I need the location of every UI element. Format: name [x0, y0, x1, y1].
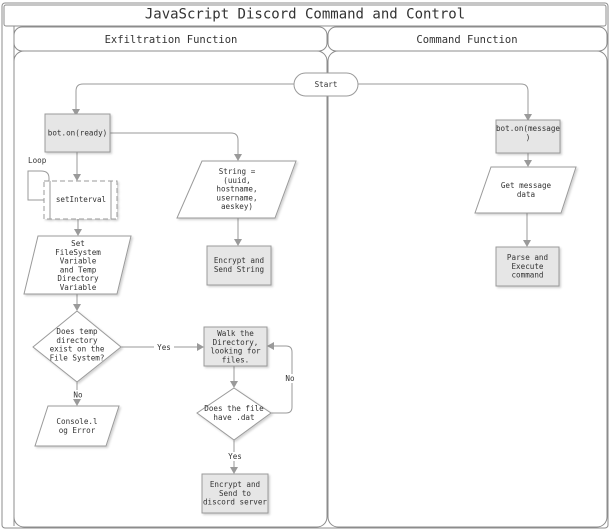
edge-label-no-exists: No — [73, 391, 83, 400]
edge-start-to-bot-message — [358, 83, 529, 115]
set-interval-side-bars — [49, 181, 112, 219]
node-text-line: bot.on(ready) — [48, 129, 107, 138]
node-shapes — [23, 72, 577, 514]
arrowhead — [74, 229, 82, 236]
node-text-line: files. — [222, 355, 249, 364]
temp-dir-exists-decision — [32, 310, 122, 383]
start-text: Start — [315, 80, 338, 89]
lane-title-exfiltration: Exfiltration Function — [105, 34, 238, 46]
edge-label-yes-exists: Yes — [157, 343, 171, 352]
node-text-line: aeskey) — [221, 202, 253, 211]
node-text-line: Does the file — [204, 404, 264, 413]
string-vars-text: String =(uuid,hostname,username,aeskey) — [216, 167, 257, 211]
arrowhead — [524, 114, 532, 121]
edge-label-yes-dat: Yes — [228, 452, 242, 461]
edge-start-to-bot-ready — [75, 83, 294, 110]
node-text-line: username, — [216, 193, 257, 202]
node-text-line: Does temp — [56, 327, 98, 336]
node-text-line: File System? — [50, 353, 105, 362]
edge-label-no-dat: No — [285, 374, 295, 383]
node-text-line: (uuid, — [223, 176, 250, 185]
node-text-line: Parse and — [507, 253, 548, 262]
node-text-line: Directory, — [213, 338, 259, 347]
arrowhead — [230, 467, 238, 474]
arrowhead — [267, 342, 274, 350]
node-text-line: Start — [315, 80, 338, 89]
arrowhead — [73, 399, 81, 406]
get-message-data-data — [474, 166, 577, 214]
encrypt-send-string-process — [206, 245, 272, 286]
node-text-line: Set — [71, 239, 85, 248]
node-text-line: have .dat — [213, 413, 254, 422]
node-text-line: bot.on(message — [496, 124, 560, 133]
has-dat-decision — [196, 387, 272, 441]
node-text-line: Get message — [501, 181, 552, 190]
node-text-line: discord server — [203, 498, 267, 507]
diagram-title: JavaScript Discord Command and Control — [145, 7, 465, 23]
set-interval-text: setInterval — [56, 195, 106, 204]
node-text-line: Variable — [60, 257, 97, 266]
bot-ready-text: bot.on(ready) — [48, 129, 107, 138]
node-text-line: og Error — [59, 426, 96, 435]
node-text-line: FileSystem — [55, 248, 101, 257]
arrowhead — [73, 174, 81, 181]
encrypt-send-server-process — [201, 473, 269, 514]
arrowhead — [234, 154, 242, 161]
bot-message-process — [495, 119, 561, 154]
node-text-line: Directory — [57, 274, 99, 283]
parse-execute-process — [495, 246, 560, 287]
node-text-line: Execute — [511, 262, 543, 271]
node-text-line: String = — [219, 167, 256, 176]
arrowhead — [197, 343, 204, 351]
node-text-line: and Temp — [60, 265, 97, 274]
node-text-line: ) — [526, 133, 531, 142]
node-text-line: Console.l — [56, 417, 97, 426]
node-text-line: Variable — [60, 283, 97, 292]
edge-loop-back — [27, 170, 50, 201]
bot-ready-process — [44, 113, 111, 153]
set-interval-process — [43, 180, 118, 220]
arrowhead — [524, 160, 532, 167]
node-text-line: exist on the — [50, 345, 105, 354]
arrowhead — [523, 240, 531, 247]
console-log-error-data — [34, 405, 120, 447]
string-vars-data — [176, 160, 297, 219]
edge-label-loop: Loop — [28, 156, 47, 165]
node-text-line: hostname, — [216, 185, 257, 194]
node-text-line: directory — [56, 336, 98, 345]
start-terminator — [293, 72, 359, 97]
node-text-line: command — [511, 271, 543, 280]
arrowhead — [72, 109, 80, 116]
edge-labels: Loop Yes No No Yes — [26, 156, 297, 461]
bot-message-text: bot.on(message) — [496, 124, 560, 142]
walk-directory-process — [203, 326, 268, 367]
node-text-line: Send String — [214, 265, 264, 274]
arrowhead — [73, 304, 81, 311]
arrowhead — [234, 239, 242, 246]
node-text-line: Encrypt and — [210, 480, 260, 489]
lane-exfiltration — [13, 26, 328, 528]
node-text-line: Encrypt and — [214, 256, 264, 265]
set-fs-var-data — [23, 235, 132, 295]
edge-bot-ready-to-string — [110, 132, 239, 155]
node-texts: Start bot.on(ready) setInterval String =… — [48, 80, 561, 507]
node-text-line: Walk the — [217, 329, 254, 338]
node-text-line: Send to — [219, 489, 251, 498]
lane-title-command: Command Function — [416, 34, 517, 46]
lane-command — [327, 26, 608, 528]
node-text-line: looking for — [210, 347, 261, 356]
node-text-line: data — [517, 190, 535, 199]
arrowhead — [230, 381, 238, 388]
node-text-line: setInterval — [56, 195, 106, 204]
